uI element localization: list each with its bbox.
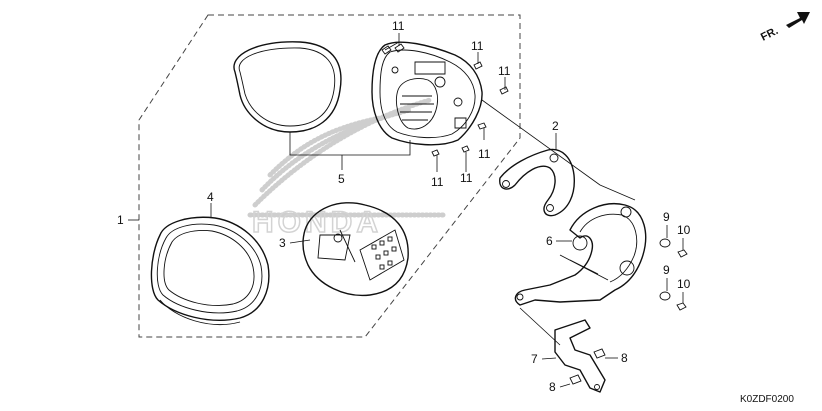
diagram-code: K0ZDF0200 (740, 394, 794, 405)
screw-11-group (381, 43, 509, 157)
callout-11-e: 11 (431, 175, 444, 189)
callout-2: 2 (552, 119, 559, 133)
callout-leaders (128, 133, 684, 388)
meter-lens-gasket (233, 41, 342, 133)
meter-front-case (150, 216, 270, 325)
callout-8-upper: 8 (621, 351, 628, 365)
callout-8-lower: 8 (549, 380, 556, 394)
callout-11-f: 11 (460, 171, 473, 185)
direction-arrow-icon (786, 12, 810, 28)
callout-11-d: 11 (478, 147, 491, 161)
alignment-leaders (481, 99, 636, 346)
callout-11-b: 11 (471, 39, 484, 53)
nut-10-group (676, 249, 688, 311)
watermark-text: HONDA (252, 206, 382, 239)
bolt-8-group (569, 348, 606, 385)
meter-upper-case (371, 41, 483, 146)
assembly-boundary (138, 14, 521, 338)
honda-wing-watermark: HONDA (247, 97, 448, 240)
callout-11-a: 11 (392, 19, 405, 33)
meter-rear-bracket (514, 203, 647, 306)
leaders-11 (384, 33, 506, 172)
callout-9-upper: 9 (663, 210, 670, 224)
small-bracket (554, 319, 606, 393)
callout-7: 7 (531, 352, 538, 366)
callout-10-lower: 10 (677, 277, 691, 291)
callout-6: 6 (546, 234, 553, 248)
leader-5 (289, 132, 411, 170)
meter-assembly (302, 202, 409, 297)
washer-9-group (659, 238, 671, 301)
callout-11-c: 11 (498, 64, 511, 78)
callout-4: 4 (207, 190, 214, 204)
callout-5: 5 (338, 172, 345, 186)
meter-stay-plate (499, 148, 575, 217)
direction-label: FR. (759, 25, 780, 44)
callout-labels: 1 2 3 4 5 6 7 8 8 9 9 10 10 11 11 11 11 … (117, 19, 691, 394)
callout-1: 1 (117, 213, 124, 227)
callout-10-upper: 10 (677, 223, 691, 237)
callout-3: 3 (279, 236, 286, 250)
callout-9-lower: 9 (663, 263, 670, 277)
front-direction-indicator: FR. (759, 12, 810, 44)
